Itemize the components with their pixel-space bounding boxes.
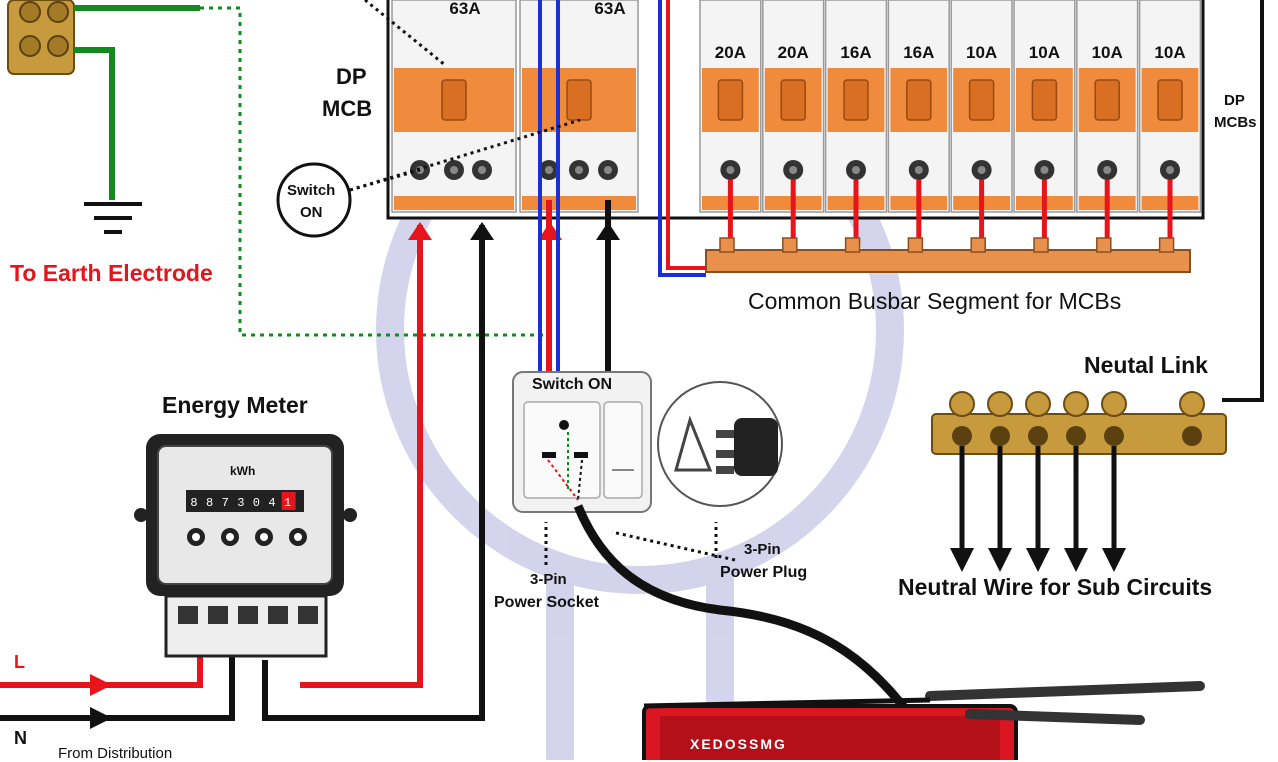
- power-socket-label-1: 3-Pin: [530, 571, 567, 588]
- neutral-hole: [1028, 426, 1048, 446]
- dp-mcb-label-2: MCB: [322, 96, 373, 121]
- power-socket-label-2: Power Socket: [494, 594, 599, 611]
- neutral-hole: [1104, 426, 1124, 446]
- from-distribution-label: From Distribution: [58, 745, 173, 762]
- line-L-label: L: [14, 652, 25, 672]
- power-plug-icon: [657, 381, 783, 507]
- breaker-rating-label: 20A: [715, 43, 746, 62]
- neutral-hole: [952, 426, 972, 446]
- neutral-link-bar: [931, 391, 1227, 455]
- sub-breaker: 10A: [950, 0, 1013, 262]
- neutral-link-label: Neutal Link: [1084, 352, 1208, 378]
- main-breaker: [391, 0, 517, 213]
- generator-brand-label: XEDOSSMG: [690, 736, 787, 752]
- breaker-rating-label: 16A: [840, 43, 871, 62]
- sub-breaker: 16A: [824, 0, 888, 262]
- busbar-pin: [907, 237, 924, 253]
- kwh-label: kWh: [230, 464, 256, 478]
- busbar-pin: [970, 237, 986, 253]
- generator-cable: [573, 504, 944, 760]
- earth-dotted-link: [200, 6, 545, 337]
- busbar-feed-wires: [658, 0, 706, 277]
- earth-wires: [74, 5, 200, 200]
- switch-on-circle-label-1: Switch: [287, 182, 336, 199]
- meter-buttons: [187, 528, 307, 546]
- energy-meter-label: Energy Meter: [162, 392, 308, 418]
- earth-symbol-icon: [84, 202, 142, 234]
- breaker-rating-label: 10A: [966, 43, 997, 62]
- busbar-pin: [1158, 237, 1175, 253]
- to-earth-electrode-label: To Earth Electrode: [10, 260, 213, 286]
- main-breaker-rating-label: 63A: [449, 0, 480, 18]
- busbar-pin: [844, 237, 861, 253]
- busbar-pin: [1096, 237, 1112, 253]
- sub-breaker: 20A: [699, 0, 762, 262]
- sub-breaker: 20A: [762, 0, 825, 262]
- neutral-hole: [1066, 426, 1086, 446]
- generator: [642, 681, 1205, 760]
- line-N-label: N: [14, 728, 27, 748]
- main-breaker: [519, 0, 639, 213]
- arrow-down-icon: [950, 548, 974, 572]
- neutral-screw-icon: [949, 391, 975, 417]
- neutral-hole: [1182, 426, 1202, 446]
- power-plug-label-1: 3-Pin: [744, 541, 781, 558]
- breaker-rating-label: 10A: [1154, 43, 1185, 62]
- neutral-screw-icon: [1101, 391, 1127, 417]
- meter-digit: 8: [190, 496, 197, 510]
- arrow-down-icon: [1102, 548, 1126, 572]
- arrow-down-icon: [1026, 548, 1050, 572]
- main-wires: [0, 225, 485, 721]
- breaker-rating-label: 10A: [1092, 43, 1123, 62]
- busbar-pin: [719, 237, 735, 253]
- meter-digit: 0: [253, 496, 260, 510]
- arrow-down-icon: [988, 548, 1012, 572]
- earth-terminal-block: [7, 0, 75, 75]
- sub-breaker: 16A: [887, 0, 950, 262]
- busbar-pin: [1033, 237, 1049, 253]
- breaker-rating-label: 20A: [778, 43, 809, 62]
- sub-breaker: 10A: [1076, 0, 1139, 262]
- breaker-rating-label: 10A: [1029, 43, 1060, 62]
- sub-breaker: 10A: [1013, 0, 1076, 262]
- socket-feed-wires: [538, 0, 611, 380]
- busbar-pin: [782, 237, 798, 253]
- meter-digit: 7: [222, 496, 229, 510]
- arrow-down-icon: [1064, 548, 1088, 572]
- switch-on-socket-label: Switch ON: [532, 376, 613, 393]
- power-socket: [512, 371, 652, 513]
- neutral-hole: [990, 426, 1010, 446]
- breaker-rating-label: 16A: [903, 43, 934, 62]
- dp-mcbs-label-1: DP: [1224, 92, 1245, 109]
- sub-breaker: 10A: [1138, 0, 1202, 262]
- busbar-label: Common Busbar Segment for MCBs: [748, 288, 1122, 314]
- meter-digit: 1: [284, 496, 291, 510]
- meter-digit: 8: [206, 496, 213, 510]
- neutral-screw-icon: [1063, 391, 1089, 417]
- meter-digit: 4: [268, 496, 275, 510]
- socket-plug-callouts: [544, 522, 736, 565]
- busbar: [705, 237, 1191, 273]
- power-plug-label-2: Power Plug: [720, 564, 808, 581]
- neutral-link-feed-wire: [1222, 0, 1264, 402]
- switch-on-circle-label-2: ON: [300, 204, 323, 221]
- neutral-wires-label: Neutral Wire for Sub Circuits: [898, 574, 1213, 600]
- dp-mcb-label-1: DP: [336, 64, 367, 89]
- dp-mcbs-label-2: MCBs: [1214, 114, 1257, 131]
- switch-on-callout: [276, 0, 581, 238]
- neutral-wire-arrows: [950, 446, 1126, 572]
- neutral-screw-icon: [1025, 391, 1051, 417]
- meter-digit: 3: [237, 496, 244, 510]
- neutral-screw-icon: [987, 391, 1013, 417]
- meter-display: [186, 490, 304, 512]
- main-breaker-rating-label: 63A: [594, 0, 625, 18]
- breakers-group: 63A 63A 20A 20A 16A 16A 10A 10A 10A 10A: [391, 0, 1202, 262]
- neutral-screw-icon: [1179, 391, 1205, 417]
